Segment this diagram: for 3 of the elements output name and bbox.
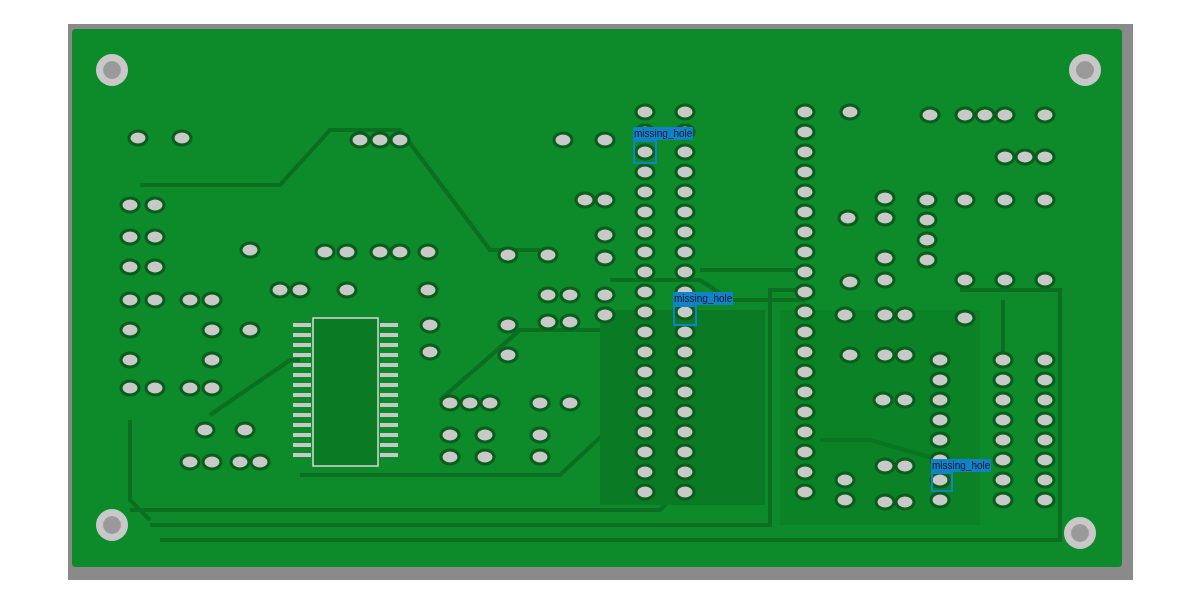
detection-label: missing_hole <box>633 127 694 140</box>
detection-label: missing_hole <box>673 292 734 305</box>
detection-label: missing_hole <box>931 459 992 472</box>
